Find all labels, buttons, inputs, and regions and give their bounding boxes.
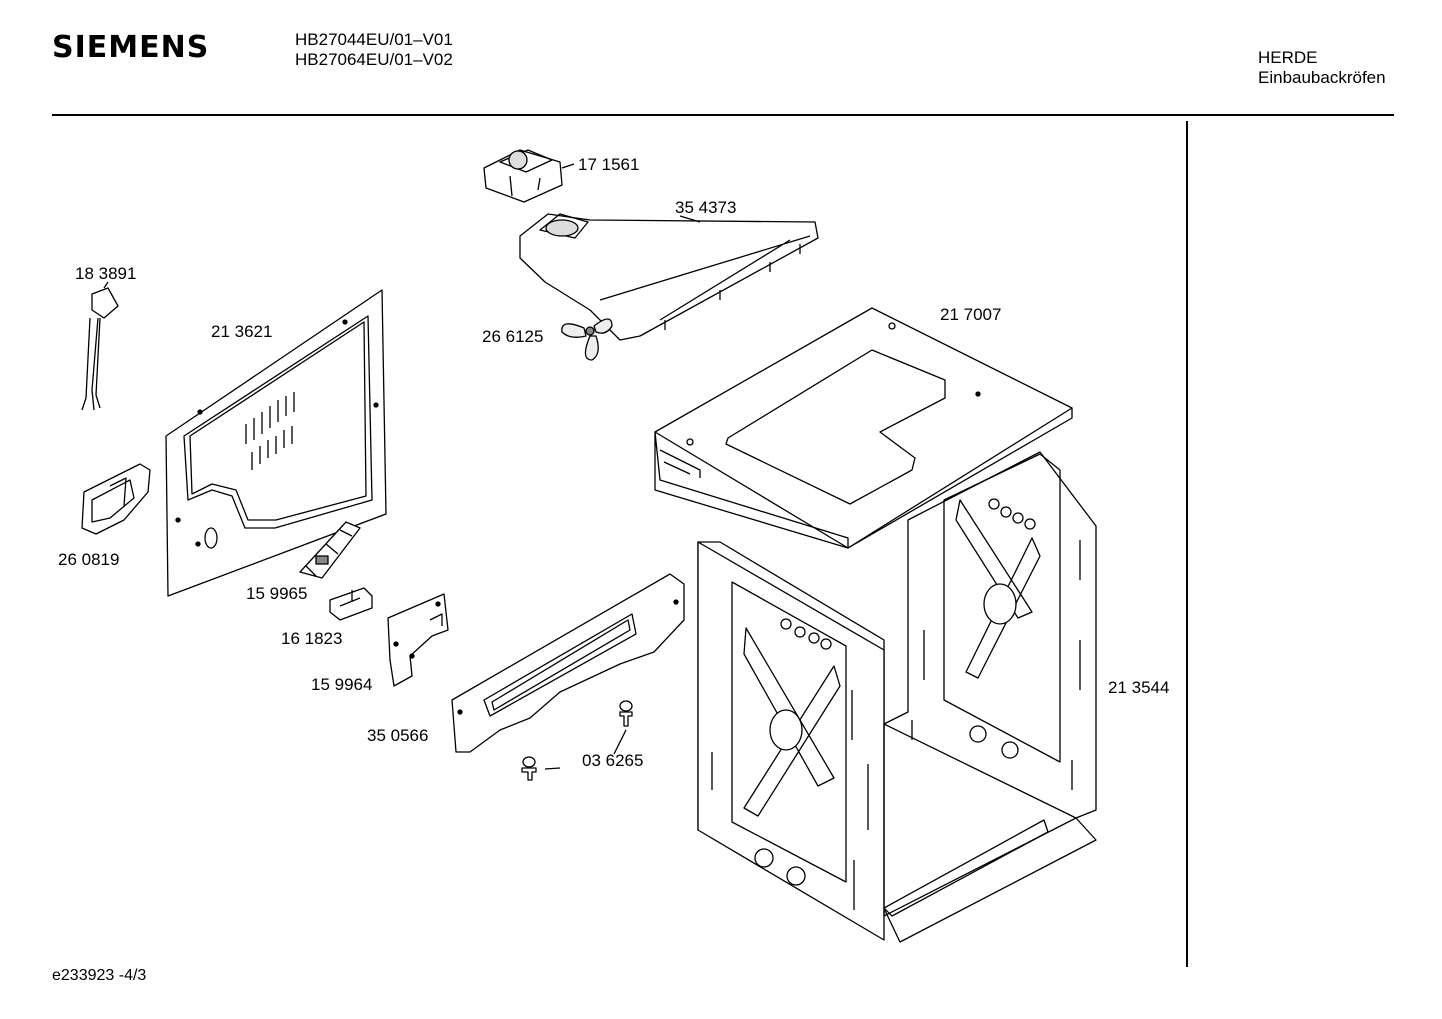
part-label-171561: 17 1561 [578,155,640,174]
part-label-159964: 15 9964 [311,675,373,694]
bracket-drawing [82,464,150,534]
model-number: HB27044EU/01–V01 [295,30,453,49]
fan-motor-drawing [484,150,574,202]
part-label-260819: 26 0819 [58,550,120,569]
clip-drawing [330,588,372,620]
switch-drawing [300,522,360,578]
part-label-159965: 15 9965 [246,584,308,603]
model-numbers: HB27044EU/01–V01 HB27064EU/01–V02 [295,30,453,70]
part-label-183891: 18 3891 [75,264,137,283]
brand-logo: SIEMENS [52,30,210,65]
side-divider [1186,121,1188,967]
oven-frame-drawing [698,452,1096,942]
part-label-350566: 35 0566 [367,726,429,745]
part-label-213621: 21 3621 [211,322,273,341]
product-category: HERDE Einbaubackröfen [1258,48,1386,88]
category-line: HERDE [1258,48,1318,67]
power-cord-drawing [82,282,118,410]
part-label-161823: 16 1823 [281,629,343,648]
part-label-036265: 03 6265 [582,751,644,770]
part-label-217007: 21 7007 [940,305,1002,324]
document-reference: e233923 -4/3 [52,967,147,984]
fan-shroud-drawing [520,214,818,340]
part-label-266125: 26 6125 [482,327,544,346]
model-number: HB27064EU/01–V02 [295,50,453,69]
category-line: Einbaubackröfen [1258,68,1386,87]
front-trim-drawing [452,574,684,752]
part-label-213544: 21 3544 [1108,678,1170,697]
header-divider [52,114,1394,116]
part-label-354373: 35 4373 [675,198,737,217]
mounting-plate-drawing [388,594,448,686]
rear-panel-drawing [166,290,386,596]
top-panel-drawing [655,308,1072,548]
fan-blade-drawing [562,319,612,360]
screws-drawing [522,701,632,780]
